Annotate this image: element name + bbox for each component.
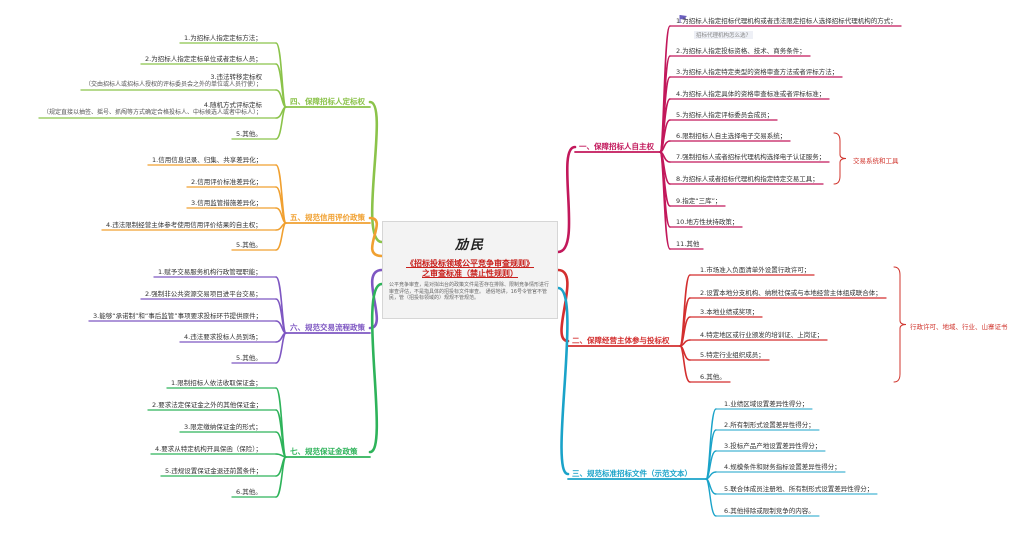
branch-6-item-4[interactable]: 4.违法要求投标人员到场；: [184, 333, 262, 341]
branch-7-item-5[interactable]: 5.违规设置保证金退还前置条件；: [165, 467, 263, 475]
branch-2-item-6[interactable]: 6.其他。: [700, 373, 726, 381]
branch-1-item-2[interactable]: 2.为招标人指定投标资格、技术、商务条件；: [676, 47, 806, 55]
branch-6-connector-5: [275, 332, 287, 364]
branch-7-trunk: [368, 282, 384, 454]
branch-1-trunk: [556, 145, 577, 254]
branch-3-item-2[interactable]: 2.所有制形式设置差异性得分；: [724, 421, 815, 429]
branch-1-item-1-note: 招标代理机构怎么选？: [694, 31, 754, 39]
central-note: 公平竞争审查，是对拟出台的政策文件是否存在排除、限制竞争情形进行审查评估，不是指…: [389, 282, 550, 301]
branch-2-label[interactable]: 二、保障经营主体参与投标权: [572, 336, 670, 345]
branch-4-connector-5: [275, 106, 287, 140]
branch-3-item-5[interactable]: 5.联合体成员注册地、所有制形式设置差异性得分；: [724, 485, 874, 493]
branch-1-item-11[interactable]: 11.其他: [676, 240, 700, 248]
branch-2-connector-6: [679, 345, 691, 383]
branch-2-trunk: [556, 268, 570, 343]
branch-3-item-4[interactable]: 4.规模条件和财务指标设置差异性得分；: [724, 463, 841, 471]
branch-1-label[interactable]: 一、保障招标人自主权: [579, 142, 654, 151]
branch-4-item-2-main: 2.为招标人指定定标单位或者定标人员；: [145, 55, 262, 63]
branch-7-item-6[interactable]: 6.其他。: [236, 488, 262, 496]
branch-4-item-3-sub: （交由招标人或招标人授权的评标委员会之外的单位或人员行使）；: [85, 81, 263, 88]
branch-4-item-1-main: 1.为招标人指定定标方法；: [184, 34, 262, 42]
branch-1-bracket-label: 交易系统和工具: [853, 156, 899, 165]
branch-6-label[interactable]: 六、规范交易流程政策: [290, 323, 365, 332]
branch-1-item-6[interactable]: 6.限制招标人自主选择电子交易系统；: [676, 132, 787, 140]
branch-2-bracket: [893, 266, 907, 383]
brand-logo: 劢民: [454, 238, 485, 253]
branch-2-bracket-label: 行政许可、地域、行业、山寨证书: [910, 322, 1008, 331]
branch-5-trunk: [368, 216, 384, 258]
branch-2-item-1[interactable]: 1.市场准入负面清单外设置行政许可；: [700, 266, 811, 274]
branch-1-item-4[interactable]: 4.为招标人指定具体的资格审查标准或者评标标准；: [676, 90, 826, 98]
branch-7-item-2[interactable]: 2.要求法定保证金之外的其他保证金；: [152, 401, 263, 409]
branch-1-item-8[interactable]: 8.为招标人或者招标代理机构指定特定交易工具；: [676, 175, 819, 183]
branch-3-trunk: [556, 286, 570, 476]
branch-5-item-5[interactable]: 5.其他。: [236, 241, 262, 249]
branch-3-connector-6: [705, 478, 717, 517]
branch-1-item-5[interactable]: 5.为招标人指定评标委员会成员；: [676, 111, 774, 119]
branch-7-label[interactable]: 七、规范保证金政策: [290, 447, 358, 456]
central-title: 《招标投标领域公平竞争审查规则》 之审查标准（禁止性规则）: [383, 259, 557, 279]
branch-1-item-9[interactable]: 9.指定“三库”；: [676, 197, 722, 205]
branch-4-item-2[interactable]: 2.为招标人指定定标单位或者定标人员；: [145, 55, 262, 63]
branch-4-item-5-main: 5.其他。: [236, 130, 262, 138]
branch-5-label[interactable]: 五、规范信用评价政策: [290, 213, 365, 222]
branch-5-item-1[interactable]: 1.信用信息记录、归集、共享差异化；: [152, 156, 263, 164]
branch-3-item-3[interactable]: 3.投标产品产地设置差异性得分；: [724, 442, 822, 450]
branch-7-item-1[interactable]: 1.限制招标人依法收取保证金；: [171, 379, 262, 387]
branch-7-connector-6: [275, 456, 287, 498]
branch-6-item-3[interactable]: 3.能够“承诺制”和“事后监管”事项要求投标环节提供原件；: [93, 312, 263, 320]
branch-1-item-7[interactable]: 7.强制招标人或者招标代理机构选择电子认证服务；: [676, 153, 826, 161]
branch-4-item-1[interactable]: 1.为招标人指定定标方法；: [184, 34, 262, 42]
branch-5-item-2[interactable]: 2.信用评价标准差异化；: [191, 178, 263, 186]
branch-2-item-5[interactable]: 5.特定行业组织成员；: [700, 351, 765, 359]
branch-1-item-10[interactable]: 10.地方性扶持政策；: [676, 218, 739, 226]
branch-7-item-4[interactable]: 4.要求从特定机构开具保函（保险）；: [155, 445, 262, 453]
branch-3-item-1[interactable]: 1.业绩区域设置差异性得分；: [724, 400, 809, 408]
branch-4-label[interactable]: 四、保障招标人定标权: [290, 97, 365, 106]
branch-4-item-3-main: 3.违法转移定标权: [210, 73, 263, 81]
branch-5-item-3[interactable]: 3.信用监管措施差异化；: [191, 199, 263, 207]
branch-4-item-4[interactable]: 4.随机方式评标定标（规定直接以抽签、摇号、抓阄等方式确定合格投标人、中标候选人…: [43, 101, 262, 117]
branch-1-item-3[interactable]: 3.为招标人指定特定类型的资格审查方法或者评标方法；: [676, 68, 839, 76]
branch-5-connector-5: [275, 222, 287, 251]
branch-1-bracket: [833, 132, 847, 185]
branch-2-item-4[interactable]: 4.特定地区或行业颁发的培训证、上岗证；: [700, 331, 824, 339]
branch-1-item-1[interactable]: 1.为招标人指定招标代理机构或者违法限定招标人选择招标代理机构的方式；: [676, 17, 897, 25]
branch-3-item-6[interactable]: 6.其他排除或限制竞争的内容。: [724, 507, 815, 515]
central-title-line-2: 之审查标准（禁止性规则）: [422, 269, 518, 278]
branch-4-item-3[interactable]: 3.违法转移定标权（交由招标人或招标人授权的评标委员会之外的单位或人员行使）；: [85, 73, 262, 89]
branch-2-item-2[interactable]: 2.设置本地分支机构、纳税社保或与本地经营主体组成联合体；: [700, 289, 882, 297]
branch-3-label[interactable]: 三、规范标准招标文件（示范文本）: [572, 469, 692, 478]
branch-4-item-5[interactable]: 5.其他。: [236, 130, 262, 138]
flag-icon: [679, 15, 687, 23]
branch-6-item-2[interactable]: 2.强制非公共资源交易项目进平台交易；: [145, 290, 262, 298]
branch-7-connector-3: [275, 431, 287, 458]
branch-6-item-5[interactable]: 5.其他。: [236, 354, 262, 362]
branch-5-item-4[interactable]: 4.违法限制经营主体参考使用信用评价结果的自主权；: [106, 221, 262, 229]
central-title-line-1: 《招标投标领域公平竞争审查规则》: [406, 259, 534, 268]
branch-7-item-3[interactable]: 3.限定缴纳保证金的形式；: [184, 423, 262, 431]
branch-1-connector-11: [659, 151, 671, 250]
central-topic: 劢民 《招标投标领域公平竞争审查规则》 之审查标准（禁止性规则） 公平竞争审查，…: [382, 221, 558, 319]
branch-4-item-4-main: 4.随机方式评标定标: [203, 101, 263, 109]
branch-6-item-1[interactable]: 1.赋予交易服务机构行政管理职能；: [158, 268, 262, 276]
branch-2-item-3[interactable]: 3.本地业绩或奖项；: [700, 308, 759, 316]
branch-4-item-4-sub: （规定直接以抽签、摇号、抓阄等方式确定合格投标人、中标候选人或者中标人）；: [43, 109, 263, 116]
